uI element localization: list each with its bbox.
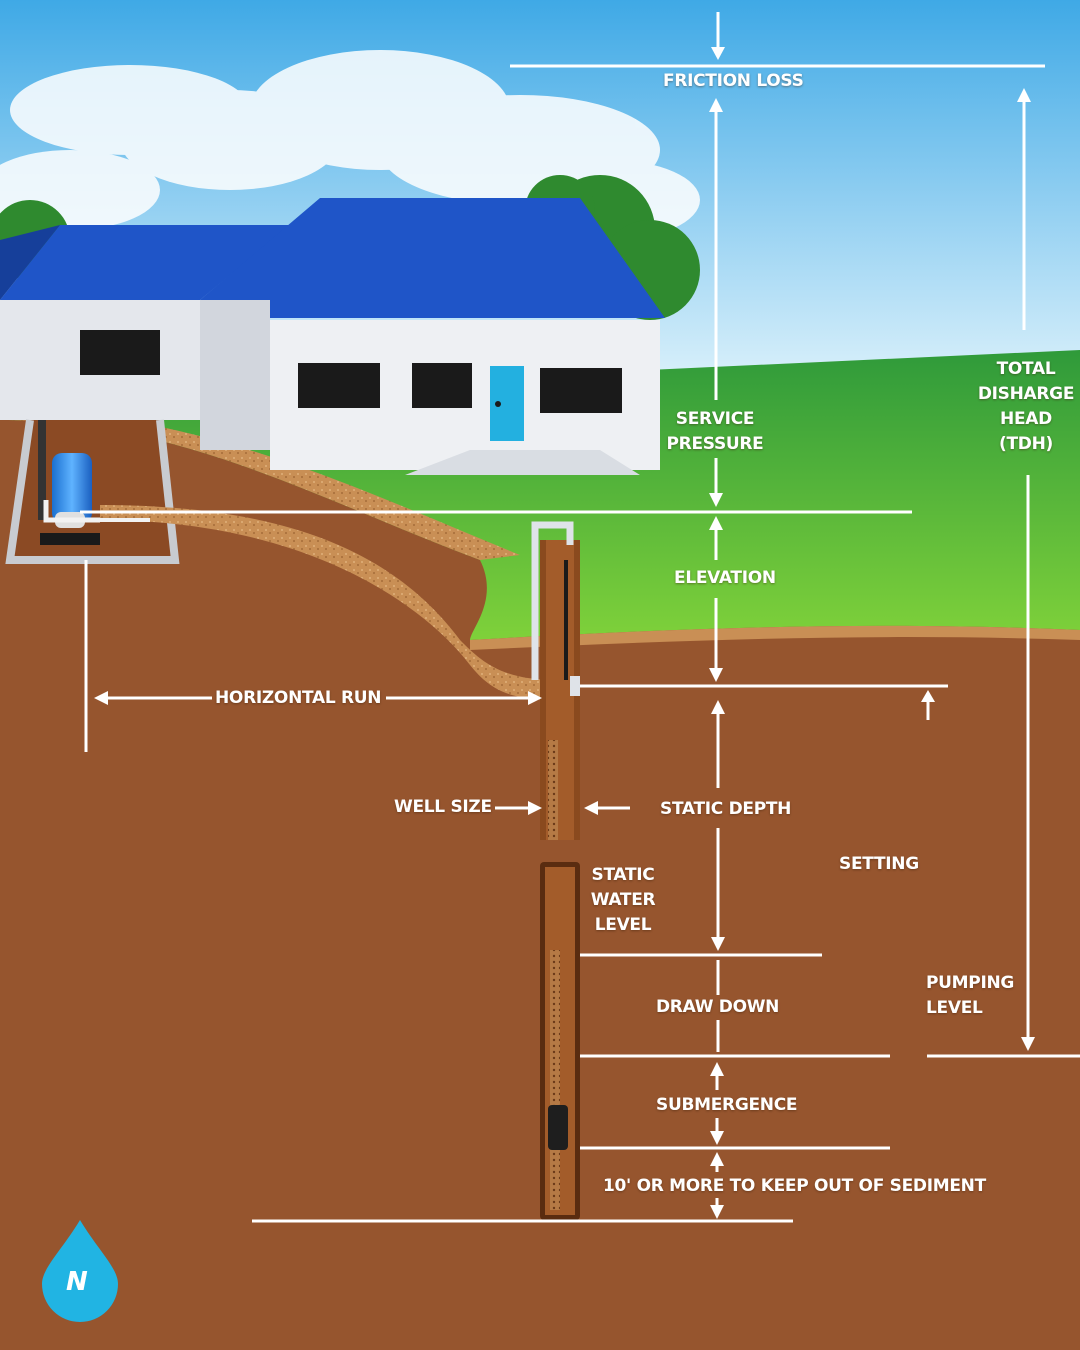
well-casing-upper <box>531 521 580 840</box>
water-drop-logo-icon <box>42 1220 118 1322</box>
label-sediment-clearance: 10' OR MORE TO KEEP OUT OF SEDIMENT <box>603 1176 986 1196</box>
label-static-water-level: STATIC WATER LEVEL <box>590 865 656 935</box>
house <box>0 198 665 475</box>
slope-gravel <box>0 410 520 560</box>
label-pumping-level: PUMPING LEVEL <box>926 973 1015 1018</box>
label-horizontal-run: HORIZONTAL RUN <box>215 688 382 708</box>
well-casing-lower <box>540 862 580 1220</box>
label-setting: SETTING <box>839 854 919 874</box>
logo-letter: N <box>66 1267 88 1297</box>
label-service-pressure: SERVICE PRESSURE <box>666 409 764 454</box>
label-well-size: WELL SIZE <box>394 797 492 817</box>
label-elevation: ELEVATION <box>674 568 776 588</box>
label-friction-loss: FRICTION LOSS <box>663 71 804 91</box>
label-draw-down: DRAW DOWN <box>656 997 780 1017</box>
pipe-trench <box>100 505 555 700</box>
label-submergence: SUBMERGENCE <box>656 1095 798 1115</box>
ground-gravel-edge <box>470 625 1080 650</box>
pump-pit <box>5 419 180 564</box>
label-static-depth: STATIC DEPTH <box>660 799 792 819</box>
submersible-pump <box>548 1105 568 1150</box>
pressure-tank <box>52 453 92 523</box>
measurement-lines <box>80 12 1080 1223</box>
label-total-discharge-head: TOTAL DISHARGE HEAD (TDH) <box>977 359 1075 454</box>
